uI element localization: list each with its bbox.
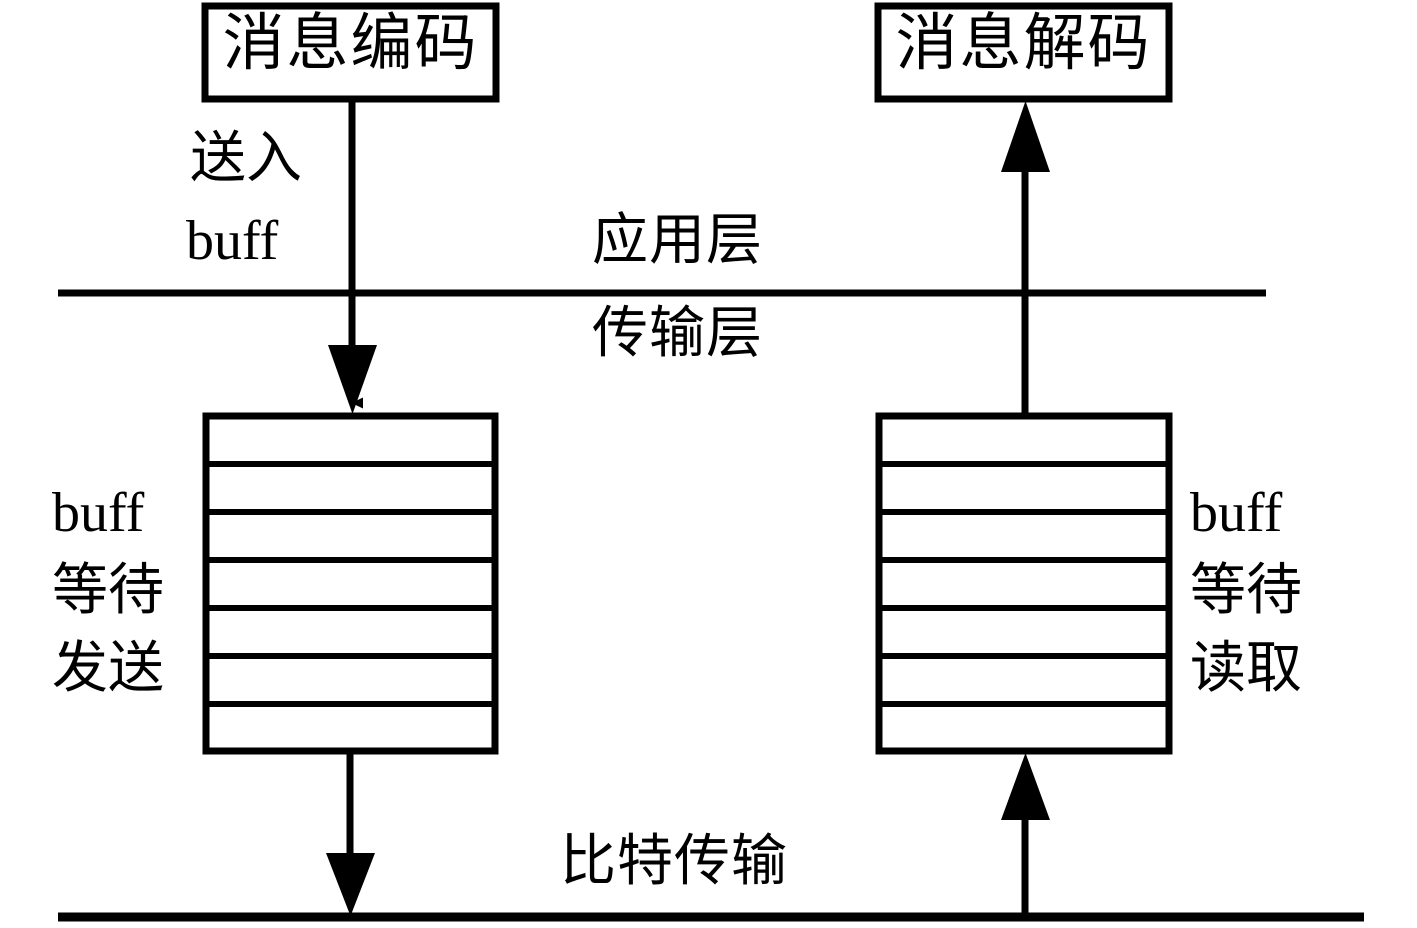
bit-transmission-label: 比特传输 <box>560 831 788 893</box>
send-buffer-label-line3: 发送 <box>52 638 164 700</box>
decoder-box-label: 消息解码 <box>895 10 1152 78</box>
encoder-box-label: 消息编码 <box>222 10 479 78</box>
decoder-box <box>874 2 1173 103</box>
send-buffer-label-line1: buff <box>52 482 145 544</box>
arrowhead-wire-to-receive-buffer <box>1001 753 1050 820</box>
receive-buffer-label-line3: 读取 <box>1190 638 1302 700</box>
arrowhead-encoder-to-send-buffer <box>328 345 377 414</box>
arrowhead-send-buffer-to-wire <box>326 853 375 916</box>
send-buffer-stack <box>202 412 499 755</box>
into-buffer-label-line1: 送入 <box>190 128 302 190</box>
application-layer-label: 应用层 <box>592 210 763 272</box>
receive-buffer-label-line1: buff <box>1190 482 1283 544</box>
send-buffer-label-line2: 等待 <box>52 560 164 622</box>
receive-buffer-stack <box>875 412 1173 755</box>
into-buffer-label-line2: buff <box>186 210 279 272</box>
transport-layer-label: 传输层 <box>592 303 763 365</box>
receive-buffer-label-line2: 等待 <box>1190 560 1302 622</box>
arrowhead-receive-buffer-to-decoder <box>1001 101 1050 172</box>
